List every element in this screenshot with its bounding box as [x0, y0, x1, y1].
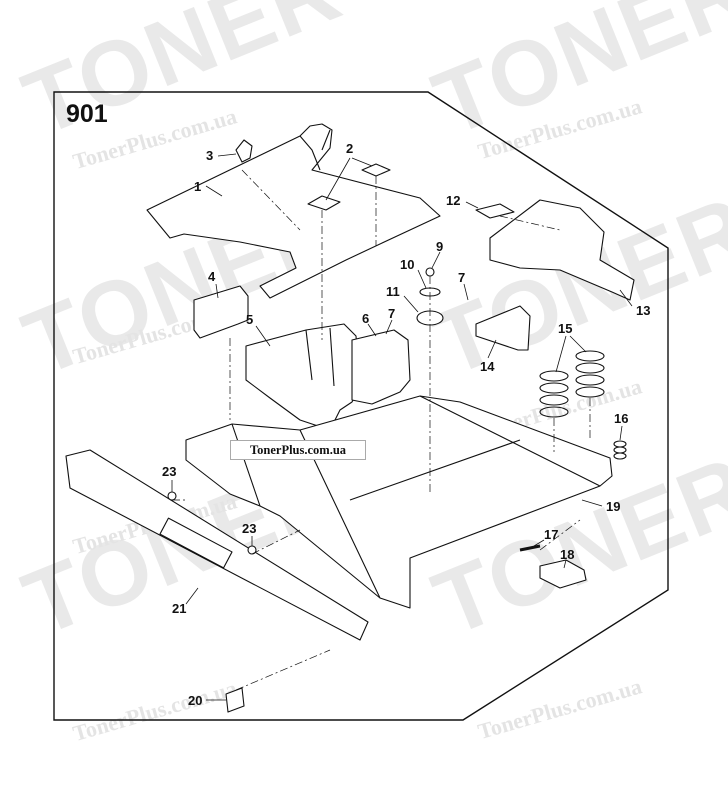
callout-5: 5: [246, 312, 254, 327]
part-cap-3: [235, 139, 253, 163]
diagram-frame: [53, 91, 669, 721]
callout-7b: 7: [458, 270, 466, 285]
part-springs-15: [539, 350, 605, 418]
part-bracket-14: [475, 305, 531, 351]
callout-21: 21: [172, 601, 187, 616]
part-spring-16: [613, 440, 627, 460]
callout-4: 4: [208, 269, 216, 284]
callout-6: 6: [362, 311, 370, 326]
assembly-lines: [172, 169, 591, 691]
part-screw-9: [425, 267, 435, 277]
callout-10: 10: [400, 257, 415, 272]
callout-leaders: [171, 153, 633, 701]
callout-23a: 23: [162, 464, 177, 479]
part-knob-18: [539, 559, 587, 589]
part-cover-window: [159, 517, 233, 569]
part-spring-17: [519, 544, 541, 552]
watermark-banner: TonerPlus.com.ua: [230, 440, 366, 460]
callout-12: 12: [446, 193, 461, 208]
callout-7a: 7: [388, 306, 396, 321]
callout-11: 11: [386, 284, 400, 299]
diagram-number: 901: [66, 100, 108, 128]
callout-23b: 23: [242, 521, 257, 536]
callout-19: 19: [606, 499, 621, 514]
part-pad-2a: [307, 195, 341, 211]
part-guide-5: [245, 323, 361, 431]
part-pad-2b: [361, 163, 391, 177]
callout-20: 20: [188, 693, 203, 708]
callout-9: 9: [436, 239, 444, 254]
callout-1: 1: [194, 179, 202, 194]
part-guide-6: [351, 329, 411, 405]
callout-3: 3: [206, 148, 214, 163]
part-label-20: [225, 687, 245, 713]
part-guide-13: [489, 199, 635, 301]
part-pad-12: [475, 203, 515, 219]
callout-14: 14: [480, 359, 495, 374]
callout-16: 16: [614, 411, 629, 426]
callout-17: 17: [544, 527, 559, 542]
callout-18: 18: [560, 547, 575, 562]
part-bracket-4: [193, 285, 249, 339]
part-lift-plate: [146, 123, 441, 299]
callout-2: 2: [346, 141, 354, 156]
callout-15: 15: [558, 321, 573, 336]
part-screw-23a: [167, 491, 177, 501]
callout-13: 13: [636, 303, 651, 318]
